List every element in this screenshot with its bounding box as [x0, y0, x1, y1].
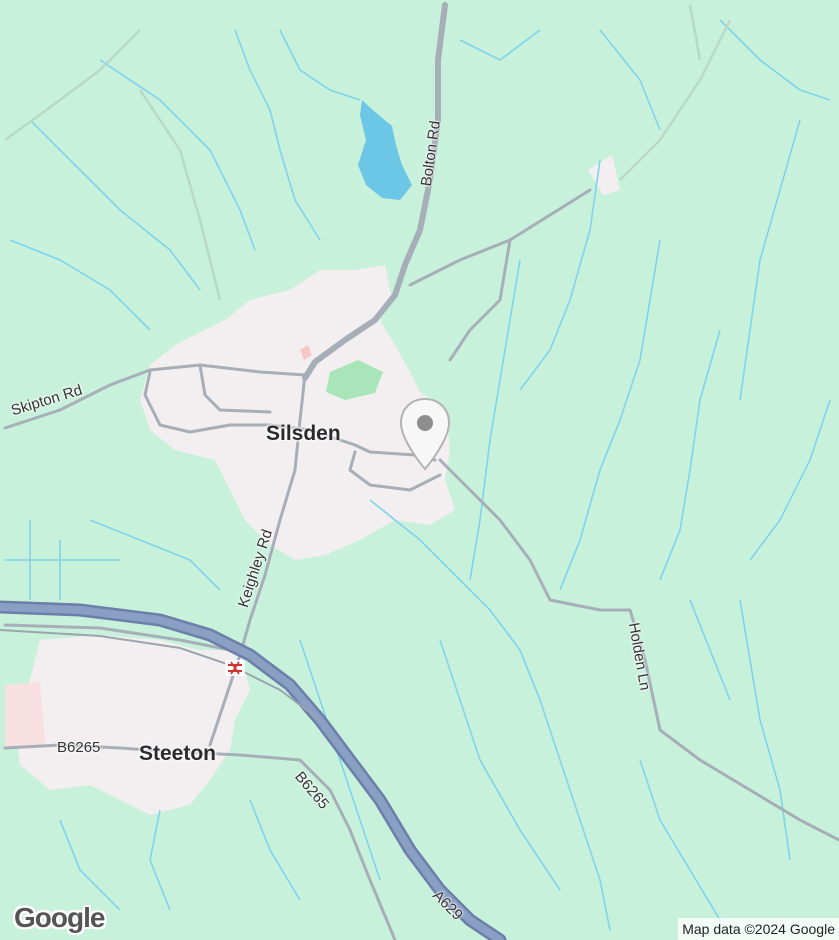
park-area	[326, 360, 383, 400]
urban-area-steeton	[15, 635, 250, 815]
map-attribution[interactable]: Map data ©2024 Google	[678, 918, 839, 940]
town-label-silsden: Silsden	[266, 422, 341, 445]
streams	[5, 19, 831, 931]
road-label-b6265-west: B6265	[57, 739, 101, 756]
location-pin-icon[interactable]	[399, 397, 451, 473]
urban-area-pink	[5, 682, 45, 748]
reservoir	[358, 100, 412, 200]
google-logo[interactable]: Google	[14, 902, 105, 933]
small-pink-marker	[300, 345, 312, 360]
railway-line	[0, 629, 321, 721]
urban-area-northeast	[588, 155, 620, 195]
railway-station-icon[interactable]	[225, 660, 245, 676]
tracks	[4, 4, 732, 301]
town-label-steeton: Steeton	[139, 742, 217, 765]
bolton-road-line	[302, 2, 448, 381]
minor-roads	[3, 188, 839, 940]
